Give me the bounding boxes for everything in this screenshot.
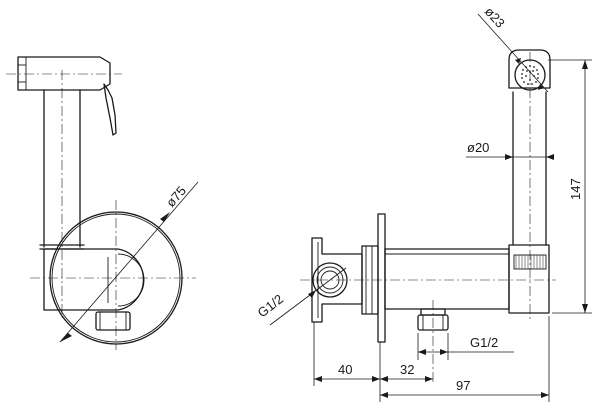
front-flange-diameter-label: ø75 bbox=[163, 183, 189, 210]
dim-outlet-thread: G1/2 bbox=[417, 333, 514, 360]
wall-flange bbox=[377, 213, 386, 343]
dim-outlet-offset: 32 bbox=[380, 362, 433, 382]
spray-head bbox=[17, 56, 117, 136]
dim-nozzle-diameter: ø23 bbox=[477, 4, 549, 93]
nozzle-diameter-label: ø23 bbox=[482, 4, 508, 31]
side-connector-body bbox=[384, 248, 510, 310]
total-height-label: 147 bbox=[568, 178, 583, 200]
dim-front-flange-diameter: ø75 bbox=[59, 181, 199, 343]
side-view bbox=[300, 49, 556, 384]
dim-handle-diameter: ø20 bbox=[466, 140, 554, 160]
inlet-thread-label: G1/2 bbox=[255, 291, 286, 320]
connector-body bbox=[43, 248, 145, 311]
total-length-label: 97 bbox=[456, 378, 470, 393]
outlet-offset-label: 32 bbox=[400, 362, 414, 377]
body-depth-label: 40 bbox=[338, 362, 352, 377]
side-handle-tube bbox=[508, 49, 551, 246]
dim-body-depth: 40 bbox=[313, 322, 381, 402]
dim-total-length: 97 bbox=[380, 316, 550, 402]
front-view: ø75 bbox=[6, 56, 199, 350]
handle-diameter-label: ø20 bbox=[467, 140, 489, 155]
dim-total-height: 147 bbox=[548, 59, 592, 314]
valve-outlet bbox=[95, 311, 131, 331]
outlet-thread-label: G1/2 bbox=[470, 335, 498, 350]
threaded-sleeve bbox=[508, 244, 550, 314]
